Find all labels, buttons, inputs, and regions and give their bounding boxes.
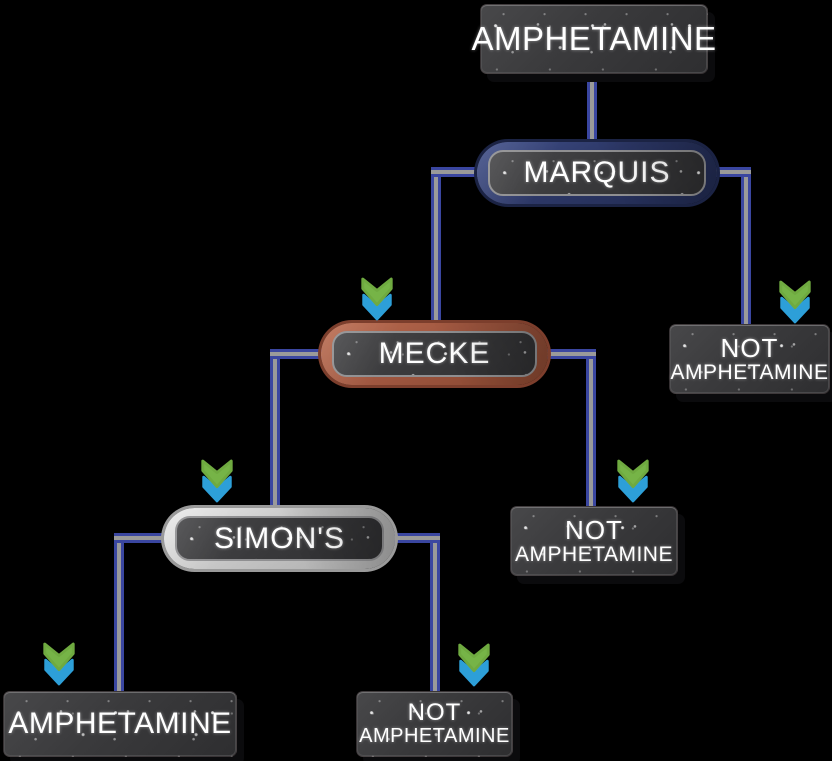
node-not-amphetamine-after-mecke: NOT AMPHETAMINE <box>510 506 678 576</box>
double-chevron-down-icon <box>43 642 75 686</box>
node-not-amphetamine-after-marquis: NOT AMPHETAMINE <box>669 324 830 394</box>
node-label: MARQUIS <box>488 150 706 196</box>
connector-marquis-to-mecke <box>431 167 481 177</box>
connector-simons-to-amphetamine <box>114 533 168 543</box>
connector-mecke-to-not <box>586 349 596 509</box>
node-label-line1: NOT <box>720 332 779 363</box>
node-not-amphetamine-after-simons: NOT AMPHETAMINE <box>356 691 513 757</box>
double-chevron-down-icon <box>617 459 649 503</box>
node-amphetamine-start: AMPHETAMINE <box>471 4 716 74</box>
connector-top-to-marquis <box>587 68 597 146</box>
node-amphetamine-result: AMPHETAMINE <box>3 691 237 757</box>
node-label: MECKE <box>332 331 537 377</box>
connector-mecke-to-simons <box>270 349 325 359</box>
double-chevron-down-icon <box>361 277 393 321</box>
double-chevron-down-icon <box>201 459 233 503</box>
connector-marquis-to-mecke <box>431 167 441 330</box>
node-label-line2: AMPHETAMINE <box>359 725 510 748</box>
connector-simons-to-not <box>430 533 440 693</box>
connector-mecke-to-simons <box>270 349 280 515</box>
double-chevron-down-icon <box>458 643 490 687</box>
node-mecke-test: MECKE <box>321 323 548 385</box>
connector-marquis-to-not <box>741 167 751 327</box>
double-chevron-down-icon <box>779 280 811 324</box>
node-label-line1: NOT <box>565 514 623 545</box>
node-label: AMPHETAMINE <box>471 20 717 57</box>
node-label: SIMON'S <box>175 516 384 561</box>
node-label-line2: AMPHETAMINE <box>515 542 673 566</box>
node-label: AMPHETAMINE <box>8 707 232 740</box>
node-label-line1: NOT <box>407 699 462 727</box>
connector-simons-to-not <box>391 533 440 543</box>
connector-mecke-to-not <box>544 349 596 359</box>
node-label-line2: AMPHETAMINE <box>670 360 829 384</box>
connector-marquis-to-not <box>713 167 751 177</box>
node-simons-test: SIMON'S <box>164 508 395 569</box>
connector-simons-to-amphetamine <box>114 533 124 761</box>
node-marquis-test: MARQUIS <box>477 142 717 204</box>
